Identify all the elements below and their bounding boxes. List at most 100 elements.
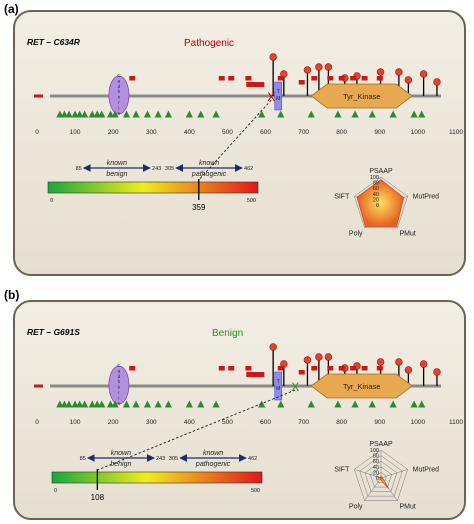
- domain-triangle: [212, 110, 220, 118]
- domain-triangle: [81, 400, 89, 408]
- mutation-lollipop: [269, 53, 277, 61]
- domain-triangle: [154, 110, 162, 118]
- mutation-lollipop: [404, 76, 413, 84]
- axis-tick-label: 600: [260, 419, 271, 426]
- variant-square: [376, 76, 383, 81]
- mutation-marker: X: [291, 380, 299, 394]
- variant-square: [350, 366, 357, 371]
- domain-triangle: [389, 110, 397, 118]
- cadherin-letter: a: [118, 78, 121, 83]
- domain-triangle: [351, 400, 359, 408]
- domain-triangle: [334, 400, 342, 408]
- kinase-label: Tyr_Kinase: [343, 92, 381, 101]
- variant-square: [218, 366, 225, 371]
- variant-square: [246, 82, 265, 87]
- known-pathogenic-label-1: known: [199, 160, 219, 167]
- radar-tick-label: 80: [373, 181, 379, 187]
- domain-triangle: [143, 400, 152, 408]
- tm-letter: T: [277, 89, 280, 95]
- cadherin-domain: [108, 75, 130, 115]
- mutation-name: RET – G691S: [27, 327, 80, 337]
- domain-triangle: [98, 400, 106, 408]
- variant-square: [361, 76, 368, 81]
- variant-square: [245, 76, 252, 81]
- axis-tick-label: 1000: [411, 419, 426, 426]
- axis-tick-label: 700: [298, 419, 309, 426]
- mutation-lollipop: [419, 360, 428, 368]
- domain-triangle: [98, 110, 106, 118]
- variant-square: [338, 76, 345, 81]
- domain-triangle: [60, 400, 69, 408]
- axis-tick-label: 1100: [449, 129, 463, 136]
- domain-triangle: [368, 110, 376, 118]
- tm-letter: M: [276, 386, 280, 392]
- domain-triangle: [81, 110, 89, 118]
- known-pathogenic-from: 305: [169, 456, 178, 462]
- tm-letter: T: [277, 379, 280, 385]
- cadherin-letter: C: [117, 363, 121, 368]
- mutation-lollipop: [433, 368, 441, 376]
- domain-triangle: [93, 110, 101, 118]
- mutation-link-dashed: [97, 389, 296, 471]
- known-benign-label-2: benign: [110, 461, 131, 468]
- panel-b-card: [13, 300, 466, 520]
- domain-triangle: [76, 110, 84, 118]
- domain-triangle: [88, 110, 96, 118]
- panel-a-label: (a): [4, 2, 19, 16]
- variant-square: [129, 366, 136, 371]
- variant-square: [298, 370, 305, 375]
- mutation-lollipop: [395, 68, 403, 76]
- axis-tick-label: 1000: [411, 129, 426, 136]
- radar-gridline: [370, 466, 392, 488]
- axis-tick-label: 700: [298, 129, 309, 136]
- radar-tick-label: 80: [373, 454, 379, 460]
- axis-tick-label: 500: [222, 129, 233, 136]
- domain-triangle: [212, 400, 220, 408]
- known-benign-label-1: known: [111, 450, 131, 457]
- mutation-lollipop: [303, 66, 312, 74]
- known-pathogenic-from: 305: [165, 166, 174, 172]
- mutation-lollipop: [315, 63, 323, 71]
- variant-square: [361, 366, 368, 371]
- axis-tick-label: 200: [108, 129, 119, 136]
- variant-square: [338, 366, 345, 371]
- cadherin-letter: n: [118, 111, 121, 116]
- mutation-lollipop: [376, 68, 385, 76]
- scale-max-label: 500: [251, 488, 260, 494]
- scale-max-label: 500: [247, 198, 256, 204]
- radar-tick-label: 0: [376, 203, 379, 209]
- domain-triangle: [351, 110, 359, 118]
- mutation-lollipop: [280, 70, 288, 78]
- domain-triangle: [197, 400, 205, 408]
- mutation-lollipop: [324, 63, 333, 71]
- domain-triangle: [71, 110, 79, 118]
- axis-tick-label: 600: [260, 129, 271, 136]
- variant-square: [327, 366, 334, 371]
- radar-axis: [364, 477, 382, 501]
- position-label: 108: [91, 493, 105, 502]
- radar-tick-label: 100: [370, 448, 379, 454]
- classification-label: Benign: [212, 328, 243, 339]
- axis-tick-label: 900: [374, 419, 385, 426]
- cadherin-letter: d: [118, 374, 121, 379]
- tm-domain: [274, 371, 283, 401]
- domain-triangle: [389, 400, 397, 408]
- radar-tick-label: 0: [376, 476, 379, 482]
- mutation-marker: X: [267, 90, 275, 104]
- domain-triangle: [307, 400, 315, 408]
- variant-square: [228, 366, 235, 371]
- domain-triangle: [93, 400, 101, 408]
- cadherin-domain: [108, 365, 130, 405]
- radar-axis-label: SIFT: [334, 466, 350, 473]
- radar-gridline: [359, 455, 403, 497]
- radar-gridline: [354, 176, 408, 228]
- mutation-lollipop: [404, 366, 413, 374]
- variant-square: [311, 366, 318, 371]
- domain-triangle: [111, 400, 119, 408]
- axis-tick-label: 400: [184, 419, 195, 426]
- axis-tick-label: 500: [222, 419, 233, 426]
- domain-triangle: [410, 400, 418, 408]
- cadherin-letter: i: [118, 105, 119, 110]
